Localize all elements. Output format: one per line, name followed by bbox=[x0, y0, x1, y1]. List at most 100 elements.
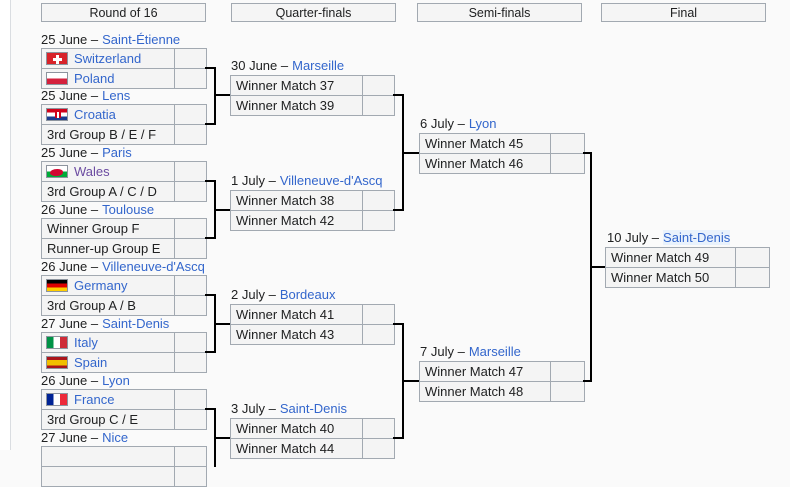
bracket-slot: Winner Match 43 bbox=[231, 324, 394, 344]
match-city-link[interactable]: Villeneuve-d'Ascq bbox=[279, 173, 383, 188]
bracket-pair: Italy Spain bbox=[41, 332, 207, 373]
score-cell bbox=[174, 390, 206, 409]
team-link[interactable]: Spain bbox=[74, 355, 108, 370]
bracket-slot: Croatia bbox=[42, 105, 206, 124]
match-date-label: 1 July – bbox=[231, 173, 276, 188]
bracket-slot: Winner Match 37 bbox=[231, 76, 394, 95]
bracket-connector bbox=[214, 294, 216, 353]
team-link[interactable]: Germany bbox=[74, 278, 128, 293]
team-placeholder-label: Winner Match 43 bbox=[236, 327, 335, 342]
score-cell bbox=[174, 296, 206, 315]
page-left-margin bbox=[0, 0, 11, 450]
round-header-round-of-16: Round of 16 bbox=[41, 3, 206, 22]
bracket-pair: Winner Match 49 Winner Match 50 bbox=[605, 247, 770, 288]
match-city-link[interactable]: Villeneuve-d'Ascq bbox=[102, 259, 205, 274]
bracket-slot: Winner Match 42 bbox=[231, 210, 394, 230]
match-city-link[interactable]: Nice bbox=[102, 430, 129, 445]
match-city-link[interactable]: Lyon bbox=[468, 116, 497, 131]
score-cell bbox=[174, 276, 206, 295]
score-cell bbox=[174, 353, 206, 372]
team-placeholder-label: 3rd Group A / C / D bbox=[47, 184, 157, 199]
team-placeholder-label: Winner Match 38 bbox=[236, 193, 335, 208]
bracket-slot: Winner Match 40 bbox=[231, 419, 394, 438]
match-date-label: 7 July – bbox=[420, 344, 465, 359]
match-date: 6 July –Lyon bbox=[420, 117, 497, 131]
score-cell bbox=[362, 439, 394, 458]
bracket-slot: Winner Group F bbox=[42, 219, 206, 238]
bracket-connector bbox=[583, 380, 592, 382]
match-date-label: 3 July – bbox=[231, 401, 276, 416]
match-city-link[interactable]: Lens bbox=[102, 88, 131, 103]
team-link[interactable]: France bbox=[74, 392, 115, 407]
match-city-link[interactable]: Lyon bbox=[102, 373, 130, 388]
match-date: 26 June –Villeneuve-d'Ascq bbox=[41, 260, 205, 274]
score-cell bbox=[362, 76, 394, 95]
bracket-connector bbox=[393, 209, 404, 211]
bracket-pair: Germany 3rd Group A / B bbox=[41, 275, 207, 316]
bracket-connector bbox=[216, 323, 230, 325]
match-date: 30 June –Marseille bbox=[231, 59, 344, 73]
match-date: 1 July –Villeneuve-d'Ascq bbox=[231, 174, 383, 188]
match-date-label: 26 June – bbox=[41, 202, 99, 217]
team-placeholder-label: Winner Match 44 bbox=[236, 441, 335, 456]
score-cell bbox=[362, 305, 394, 324]
score-cell bbox=[550, 154, 584, 173]
bracket-pair: Winner Group F Runner-up Group E bbox=[41, 218, 207, 259]
bracket-pair bbox=[41, 446, 207, 487]
match-city-link[interactable]: Marseille bbox=[468, 344, 521, 359]
score-cell bbox=[174, 467, 206, 486]
bracket-connector bbox=[216, 94, 230, 96]
bracket-slot: Germany bbox=[42, 276, 206, 295]
team-link[interactable]: Croatia bbox=[74, 107, 116, 122]
match-city-link[interactable]: Toulouse bbox=[102, 202, 155, 217]
team-link[interactable]: Italy bbox=[74, 335, 98, 350]
score-cell bbox=[174, 49, 206, 68]
match-date: 25 June –Lens bbox=[41, 89, 130, 103]
team-placeholder-label: Winner Match 50 bbox=[611, 270, 710, 285]
match-city-link[interactable]: Marseille bbox=[292, 58, 345, 73]
score-cell bbox=[174, 125, 206, 144]
match-city-link[interactable]: Saint-Denis bbox=[102, 316, 170, 331]
bracket-connector bbox=[393, 323, 404, 325]
score-cell bbox=[550, 134, 584, 153]
match-date-label: 26 June – bbox=[41, 259, 99, 274]
bracket-connector bbox=[402, 94, 404, 211]
match-date: 27 June –Saint-Denis bbox=[41, 317, 169, 331]
bracket-slot: Winner Match 49 bbox=[606, 248, 769, 267]
bracket-slot: Winner Match 46 bbox=[420, 153, 584, 173]
round-header-final: Final bbox=[601, 3, 766, 22]
team-placeholder-label: Winner Match 48 bbox=[425, 384, 524, 399]
bracket-connector bbox=[393, 94, 404, 96]
flag-germany-icon bbox=[46, 279, 68, 292]
bracket-slot: 3rd Group B / E / F bbox=[42, 124, 206, 144]
bracket-slot: Runner-up Group E bbox=[42, 238, 206, 258]
match-city-link[interactable]: Saint-Denis bbox=[279, 401, 348, 416]
match-date-label: 25 June – bbox=[41, 145, 99, 160]
match-date-label: 26 June – bbox=[41, 373, 99, 388]
bracket-slot: Winner Match 44 bbox=[231, 438, 394, 458]
flag-france-icon bbox=[46, 393, 68, 406]
team-link[interactable]: Poland bbox=[74, 71, 115, 86]
score-cell bbox=[362, 325, 394, 344]
score-cell bbox=[174, 162, 206, 181]
match-city-link[interactable]: Saint-Denis bbox=[663, 230, 731, 245]
team-link[interactable]: Switzerland bbox=[74, 51, 142, 66]
bracket-connector bbox=[216, 437, 230, 439]
bracket-connector bbox=[205, 294, 216, 296]
match-date: 3 July –Saint-Denis bbox=[231, 402, 347, 416]
bracket-slot: Switzerland bbox=[42, 49, 206, 68]
bracket-slot: Winner Match 39 bbox=[231, 95, 394, 115]
round-header-semi-finals: Semi-finals bbox=[417, 3, 582, 22]
match-city-link[interactable]: Saint-Étienne bbox=[102, 32, 181, 47]
match-city-link[interactable]: Bordeaux bbox=[279, 287, 336, 302]
match-city-link[interactable]: Paris bbox=[102, 145, 132, 160]
bracket-connector bbox=[205, 237, 216, 239]
match-date-label: 25 June – bbox=[41, 32, 99, 47]
team-link[interactable]: Wales bbox=[74, 164, 110, 179]
match-date-label: 25 June – bbox=[41, 88, 99, 103]
flag-croatia-icon bbox=[46, 108, 68, 121]
match-date-label: 2 July – bbox=[231, 287, 276, 302]
bracket-connector bbox=[583, 152, 592, 154]
bracket-connector bbox=[404, 152, 419, 154]
bracket-connector bbox=[214, 408, 216, 467]
